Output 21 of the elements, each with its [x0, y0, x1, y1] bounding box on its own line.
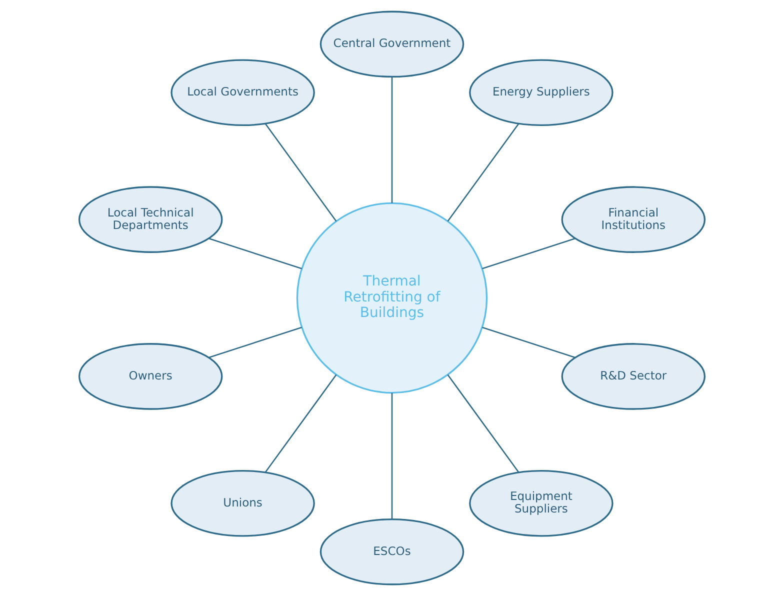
- connector: [264, 374, 336, 473]
- node-ellipse: Central Government: [319, 10, 464, 78]
- node-ellipse: Equipment Suppliers: [468, 470, 613, 537]
- connector: [264, 123, 336, 222]
- connector: [446, 123, 519, 222]
- connector: [482, 326, 575, 358]
- node-ellipse: Owners: [78, 343, 222, 410]
- connector: [208, 326, 302, 358]
- node-ellipse: ESCOs: [319, 518, 464, 586]
- connector: [208, 238, 302, 270]
- connector: [390, 76, 392, 204]
- node-ellipse: Energy Suppliers: [468, 59, 613, 126]
- connector: [390, 392, 392, 520]
- node-ellipse: Unions: [170, 470, 314, 537]
- node-circle: Thermal Retrofitting of Buildings: [296, 202, 488, 394]
- node-ellipse: R&D Sector: [560, 343, 706, 410]
- node-ellipse: Financial Institutions: [560, 186, 706, 253]
- node-ellipse: Local Technical Departments: [78, 186, 222, 253]
- connector: [446, 374, 519, 473]
- connector: [482, 238, 575, 270]
- node-ellipse: Local Governments: [170, 59, 314, 126]
